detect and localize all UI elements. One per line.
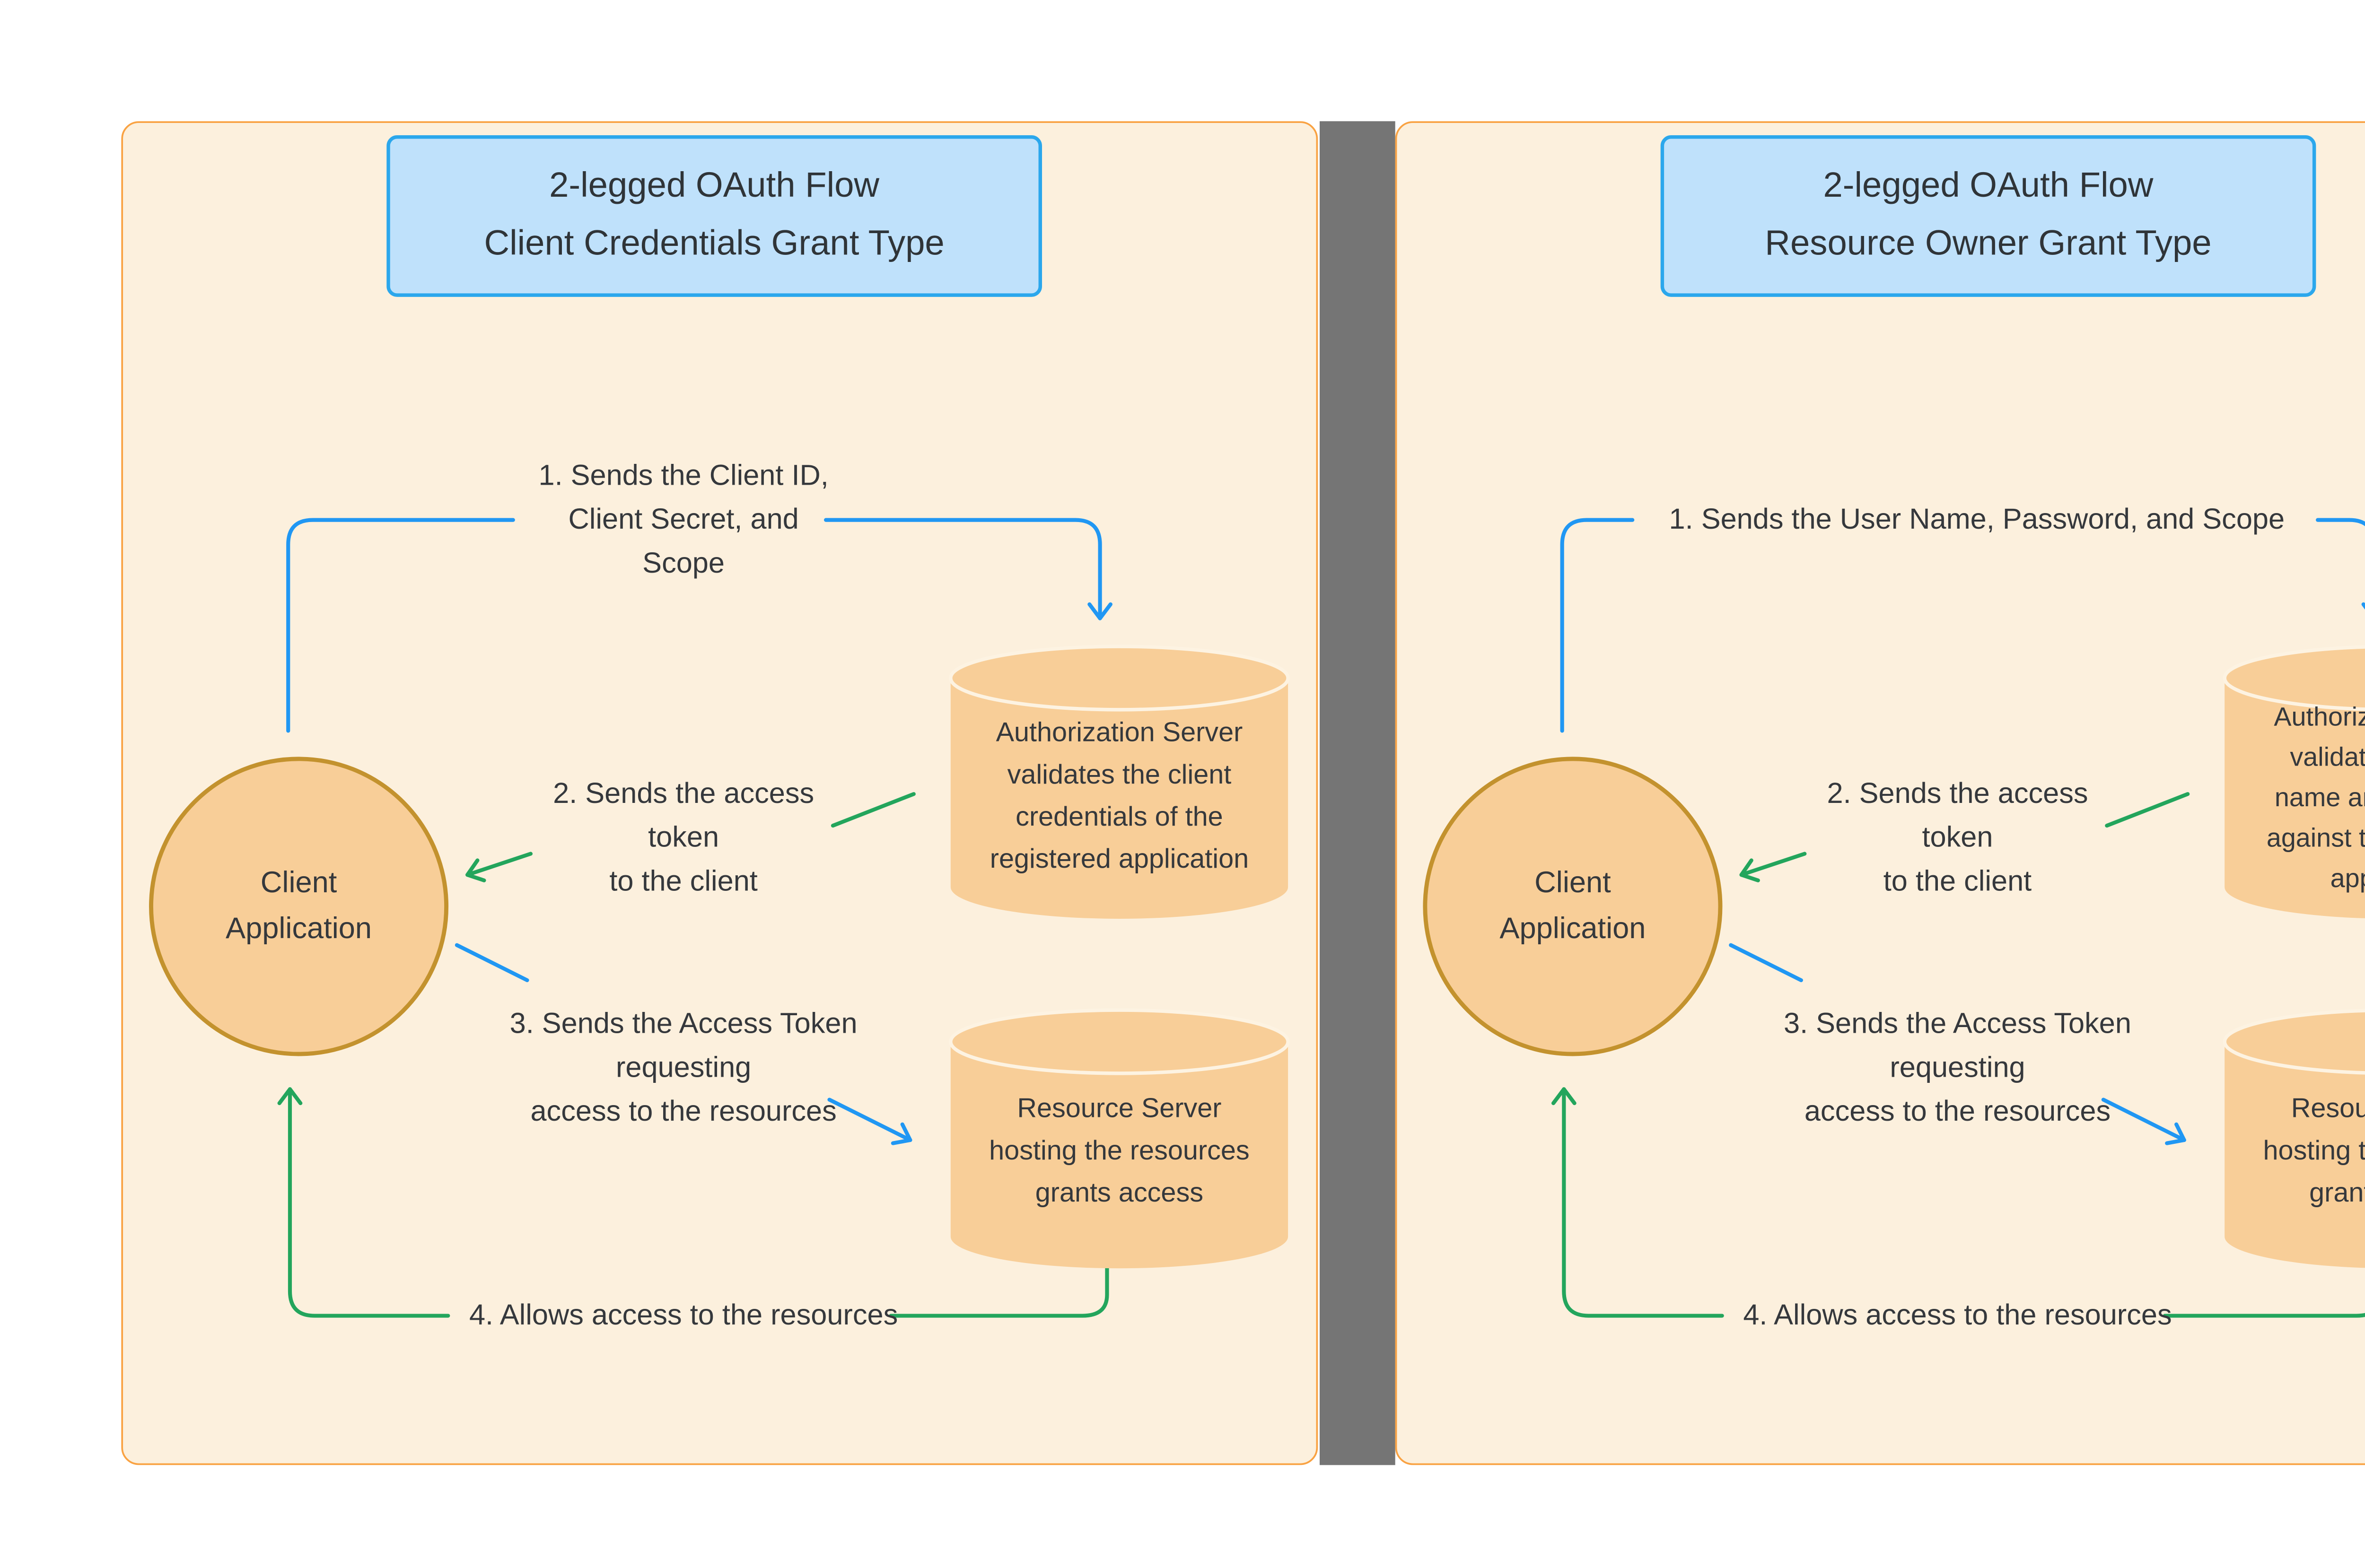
client-application-circle bbox=[1423, 757, 1723, 1056]
step1-label: 1. Sends the Client ID, Client Secret, a… bbox=[538, 460, 829, 580]
client-credentials-flow-graphic bbox=[149, 518, 1290, 1318]
step3-label: 3. Sends the Access Token requesting acc… bbox=[1784, 1008, 2131, 1128]
resource-server-cylinder bbox=[2223, 1009, 2365, 1268]
authorization-server-cylinder bbox=[949, 645, 1290, 919]
authorization-server-label: Authorization Server validates the clien… bbox=[990, 718, 1249, 875]
step2-label: 2. Sends the access token to the client bbox=[1827, 778, 2088, 898]
resource-server-label: Resource Server hosting the resources gr… bbox=[989, 1094, 1250, 1209]
step2-label: 2. Sends the access token to the client bbox=[553, 778, 815, 898]
step1-label: 1. Sends the User Name, Password, and Sc… bbox=[1669, 504, 2285, 536]
step3-arrow bbox=[1729, 943, 2186, 1145]
step4-arrow bbox=[1551, 1087, 2365, 1318]
panel-resource-owner-flow: 2-legged OAuth Flow Resource Owner Grant… bbox=[1395, 121, 2365, 1465]
authorization-server-label: Authorization Server validates the user … bbox=[2266, 703, 2365, 894]
step3-arrow bbox=[455, 943, 912, 1145]
step1-arrow bbox=[1560, 518, 2365, 733]
step2-arrow bbox=[465, 792, 916, 882]
step4-arrow bbox=[277, 1087, 1109, 1318]
step2-arrow bbox=[1739, 792, 2190, 882]
client-application-label: Client Application bbox=[226, 866, 372, 945]
resource-server-label: Resource Server hosting the resources gr… bbox=[2263, 1094, 2365, 1209]
panel-divider-bar bbox=[1319, 121, 1395, 1465]
flow-title: 2-legged OAuth Flow Client Credentials G… bbox=[386, 135, 1042, 297]
step4-label: 4. Allows access to the resources bbox=[469, 1300, 898, 1332]
client-application-label: Client Application bbox=[1499, 866, 1646, 945]
step1-arrow bbox=[286, 518, 1112, 733]
step4-label: 4. Allows access to the resources bbox=[1743, 1300, 2172, 1332]
authorization-server-cylinder bbox=[2223, 645, 2365, 918]
flow-title: 2-legged OAuth Flow Resource Owner Grant… bbox=[1660, 135, 2316, 297]
resource-server-cylinder bbox=[949, 1008, 1290, 1269]
client-application-circle bbox=[149, 757, 449, 1056]
step3-label: 3. Sends the Access Token requesting acc… bbox=[509, 1008, 858, 1128]
resource-owner-flow-graphic bbox=[1423, 518, 2365, 1318]
panel-client-credentials-flow: 2-legged OAuth Flow Client Credentials G… bbox=[121, 121, 1318, 1465]
